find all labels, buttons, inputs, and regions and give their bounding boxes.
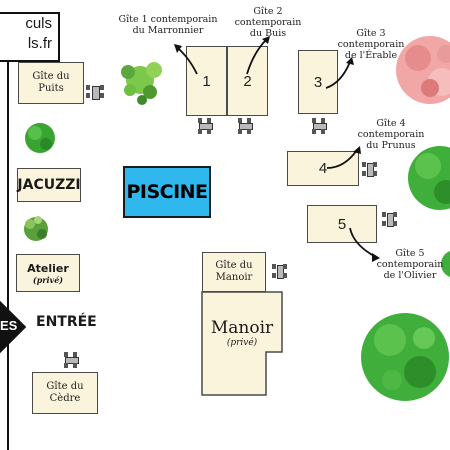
gite-1-caption-line-1: Gîte 1 contemporain [118, 14, 218, 25]
gite-3-caption-line-3: de l'Érable [344, 50, 398, 61]
gite-5-caption-line-3: de l'Olivier [383, 270, 437, 281]
gite-1-caption-line-2: du Marronnier [132, 25, 204, 36]
manoir-label-group: Manoir (privé) [202, 318, 282, 348]
pool-label: PISCINE [126, 181, 208, 203]
atelier-workshop[interactable]: Atelier (privé) [16, 254, 80, 292]
olivier-tree-icon [361, 313, 449, 401]
building-gite-3[interactable]: 3 [298, 50, 338, 114]
road-sign-text: ES [0, 318, 18, 333]
gite-du-cedre-label-2: Cèdre [49, 393, 81, 404]
entrance-label: ENTRÉE [36, 314, 97, 330]
gite-5-caption-line-2: contemporain [376, 259, 444, 270]
prunus-tree-icon [408, 146, 450, 210]
website-sign: culs ls.fr [0, 12, 60, 62]
building-gite-du-manoir[interactable]: Gîte du Manoir [202, 252, 266, 292]
gite-4-caption-line-3: du Prunus [366, 140, 416, 151]
road-edge [7, 62, 9, 450]
building-gite-4[interactable]: 4 [287, 151, 359, 186]
gite-2-caption-line-1: Gîte 2 [253, 6, 283, 17]
gite-3-caption: Gîte 3 contemporain de l'Érable [334, 28, 408, 61]
small-plant-icon [24, 216, 48, 241]
gite-3-number: 3 [313, 73, 323, 91]
manoir-title: Manoir [210, 318, 274, 338]
gite-4-number: 4 [318, 160, 328, 177]
atelier-label: Atelier [27, 261, 69, 275]
gite-du-cedre-label-1: Gîte du [46, 381, 84, 392]
building-gite-du-puits[interactable]: Gîte du Puits [18, 62, 84, 104]
gite-4-caption-line-1: Gîte 4 [376, 118, 406, 129]
building-gite-2[interactable]: 2 [227, 46, 268, 116]
gite-5-number: 5 [337, 215, 347, 233]
marronnier-tree-icon [121, 62, 162, 105]
gite-5-caption-line-1: Gîte 5 [395, 248, 425, 259]
gite-4-caption-line-2: contemporain [357, 129, 425, 140]
website-line-2: ls.fr [27, 35, 52, 52]
gite-5-caption: Gîte 5 contemporain de l'Olivier [372, 248, 448, 281]
gite-3-caption-line-2: contemporain [337, 39, 405, 50]
building-gite-1[interactable]: 1 [186, 46, 227, 116]
gite-4-caption: Gîte 4 contemporain du Prunus [354, 118, 428, 151]
swimming-pool[interactable]: PISCINE [123, 166, 211, 218]
gite-2-caption-line-3: du Buis [249, 28, 287, 39]
arrowhead-gite-1 [174, 44, 182, 53]
gite-2-caption: Gîte 2 contemporain du Buis [228, 6, 308, 39]
gite-du-puits-label-1: Gîte du [32, 71, 70, 82]
gite-3-caption-line-1: Gîte 3 [356, 28, 386, 39]
manoir-private-note: (privé) [226, 338, 258, 348]
gite-1-caption: Gîte 1 contemporain du Marronnier [112, 14, 224, 36]
website-line-1: culs [25, 15, 52, 32]
gite-2-number: 2 [243, 72, 252, 90]
atelier-private-note: (privé) [32, 274, 64, 285]
building-gite-5[interactable]: 5 [307, 205, 377, 243]
building-gite-du-cedre[interactable]: Gîte du Cèdre [32, 372, 98, 414]
gite-1-number: 1 [202, 72, 211, 90]
gite-du-manoir-label-2: Manoir [215, 272, 253, 283]
gite-2-caption-line-2: contemporain [234, 17, 302, 28]
gite-du-manoir-label-1: Gîte du [215, 260, 253, 271]
jacuzzi[interactable]: JACUZZI [17, 168, 81, 202]
round-bush-icon [25, 123, 55, 153]
jacuzzi-label: JACUZZI [17, 177, 81, 193]
gite-du-puits-label-2: Puits [38, 83, 64, 94]
